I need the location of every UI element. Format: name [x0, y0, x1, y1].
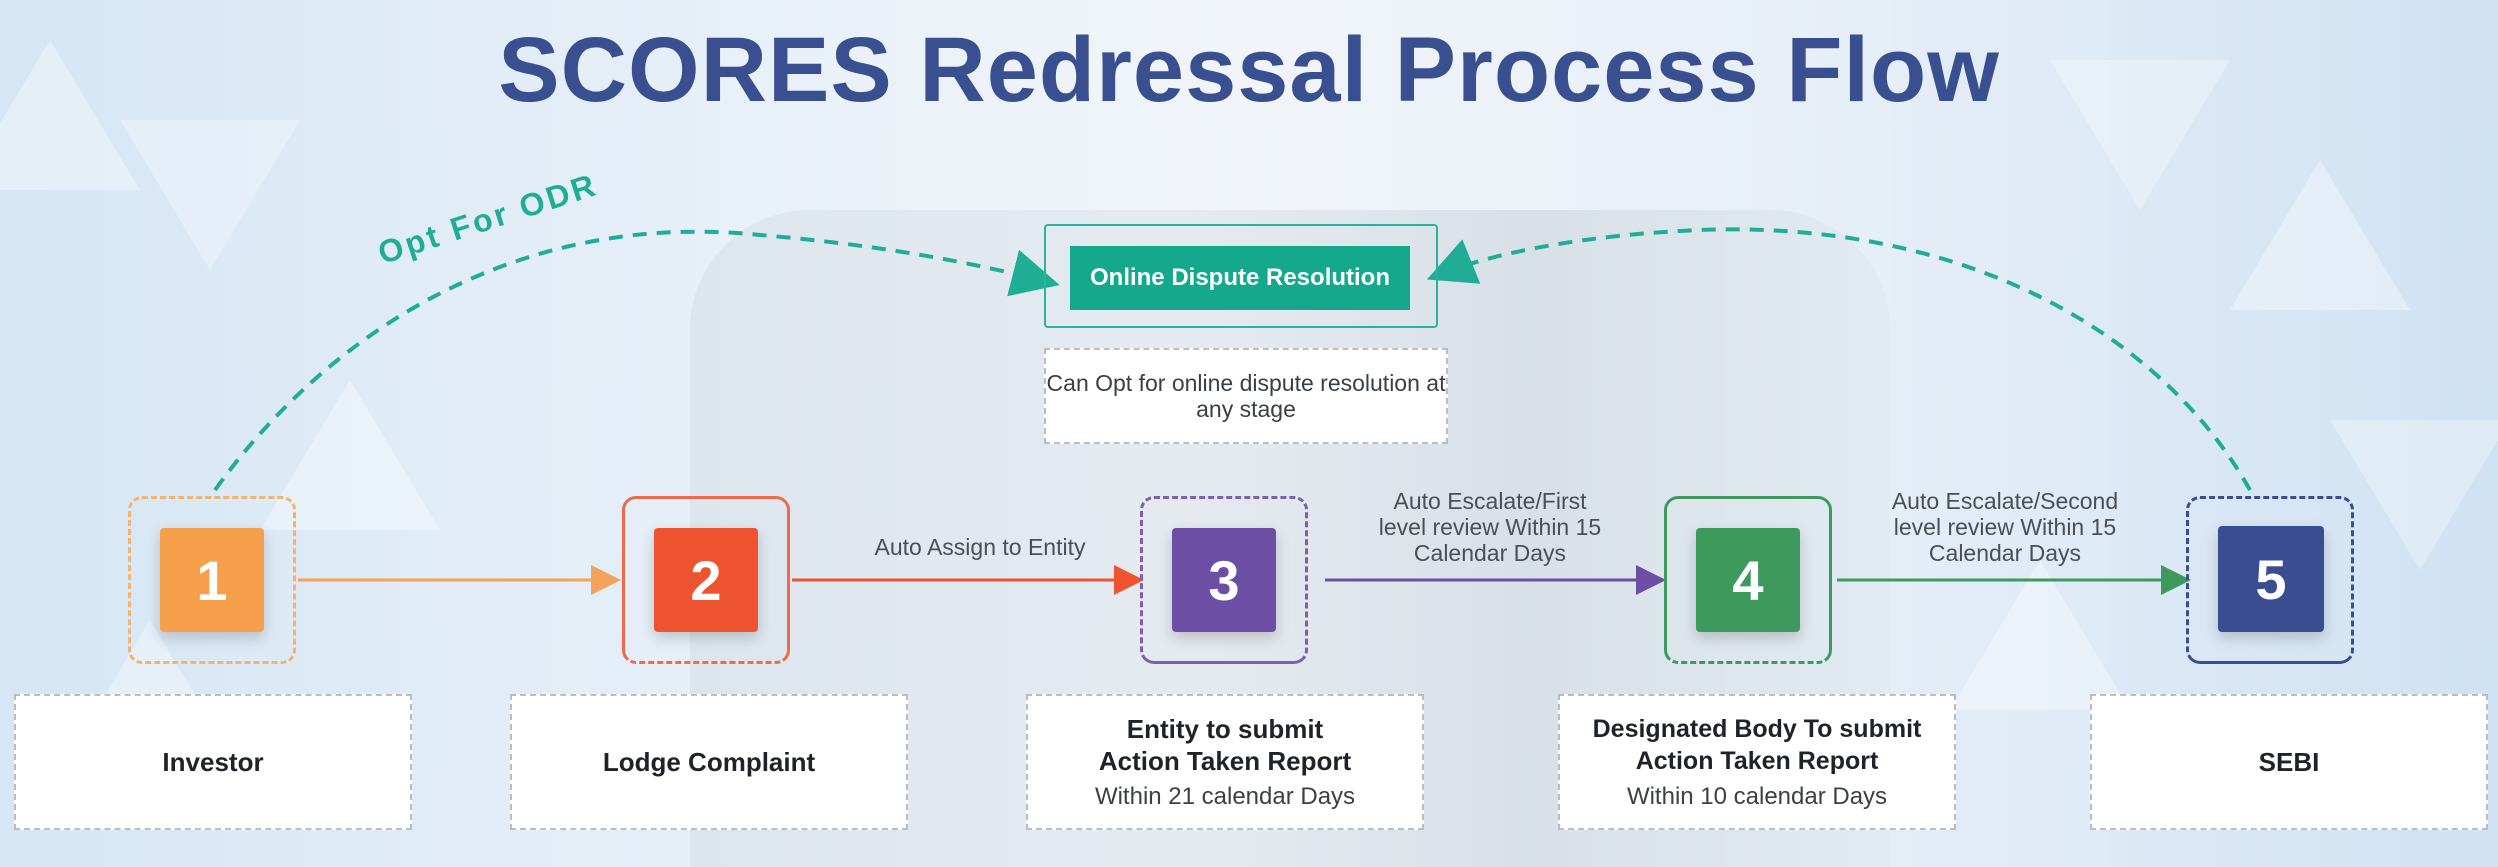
step-4-label-box: Designated Body To submit Action Taken R… — [1558, 694, 1956, 830]
step-5-label: SEBI — [2258, 747, 2320, 777]
step-5-frame — [2186, 496, 2354, 664]
step-5-label-box: SEBI — [2090, 694, 2488, 830]
odr-note: Can Opt for online dispute resolution at… — [1044, 348, 1448, 444]
step-2-number: 2 — [654, 528, 758, 632]
step-3-label-box: Entity to submit Action Taken Report Wit… — [1026, 694, 1424, 830]
step-5-number: 5 — [2218, 526, 2324, 632]
online-dispute-resolution-box: Online Dispute Resolution — [1070, 246, 1410, 310]
odr-arc-left — [213, 229, 1060, 492]
step-1-number: 1 — [160, 528, 264, 632]
step-3-sub: Within 21 calendar Days — [1094, 783, 1356, 810]
step-1-frame — [128, 496, 296, 664]
edge-label-4-5: Auto Escalate/Second level review Within… — [1891, 488, 2119, 566]
step-3-number: 3 — [1172, 528, 1276, 632]
step-2-frame — [622, 496, 790, 664]
odr-arc-right — [1426, 227, 2252, 491]
odr-box-frame — [1044, 224, 1438, 328]
step-4-number: 4 — [1696, 528, 1800, 632]
step-3-frame — [1140, 496, 1308, 664]
page-title: SCORES Redressal Process Flow — [498, 19, 2000, 121]
step-4-frame — [1664, 496, 1832, 664]
step-1-label-box: Investor — [14, 694, 412, 830]
step-3-label: Entity to submit Action Taken Report — [1098, 714, 1352, 776]
step-4-label: Designated Body To submit Action Taken R… — [1592, 715, 1922, 775]
edge-label-2-3: Auto Assign to Entity — [874, 534, 1086, 560]
step-1-label: Investor — [162, 747, 264, 777]
step-2-label: Lodge Complaint — [602, 747, 816, 777]
step-2-label-box: Lodge Complaint — [510, 694, 908, 830]
step-4-sub: Within 10 calendar Days — [1626, 783, 1888, 810]
edge-label-3-4: Auto Escalate/First level review Within … — [1378, 488, 1602, 566]
